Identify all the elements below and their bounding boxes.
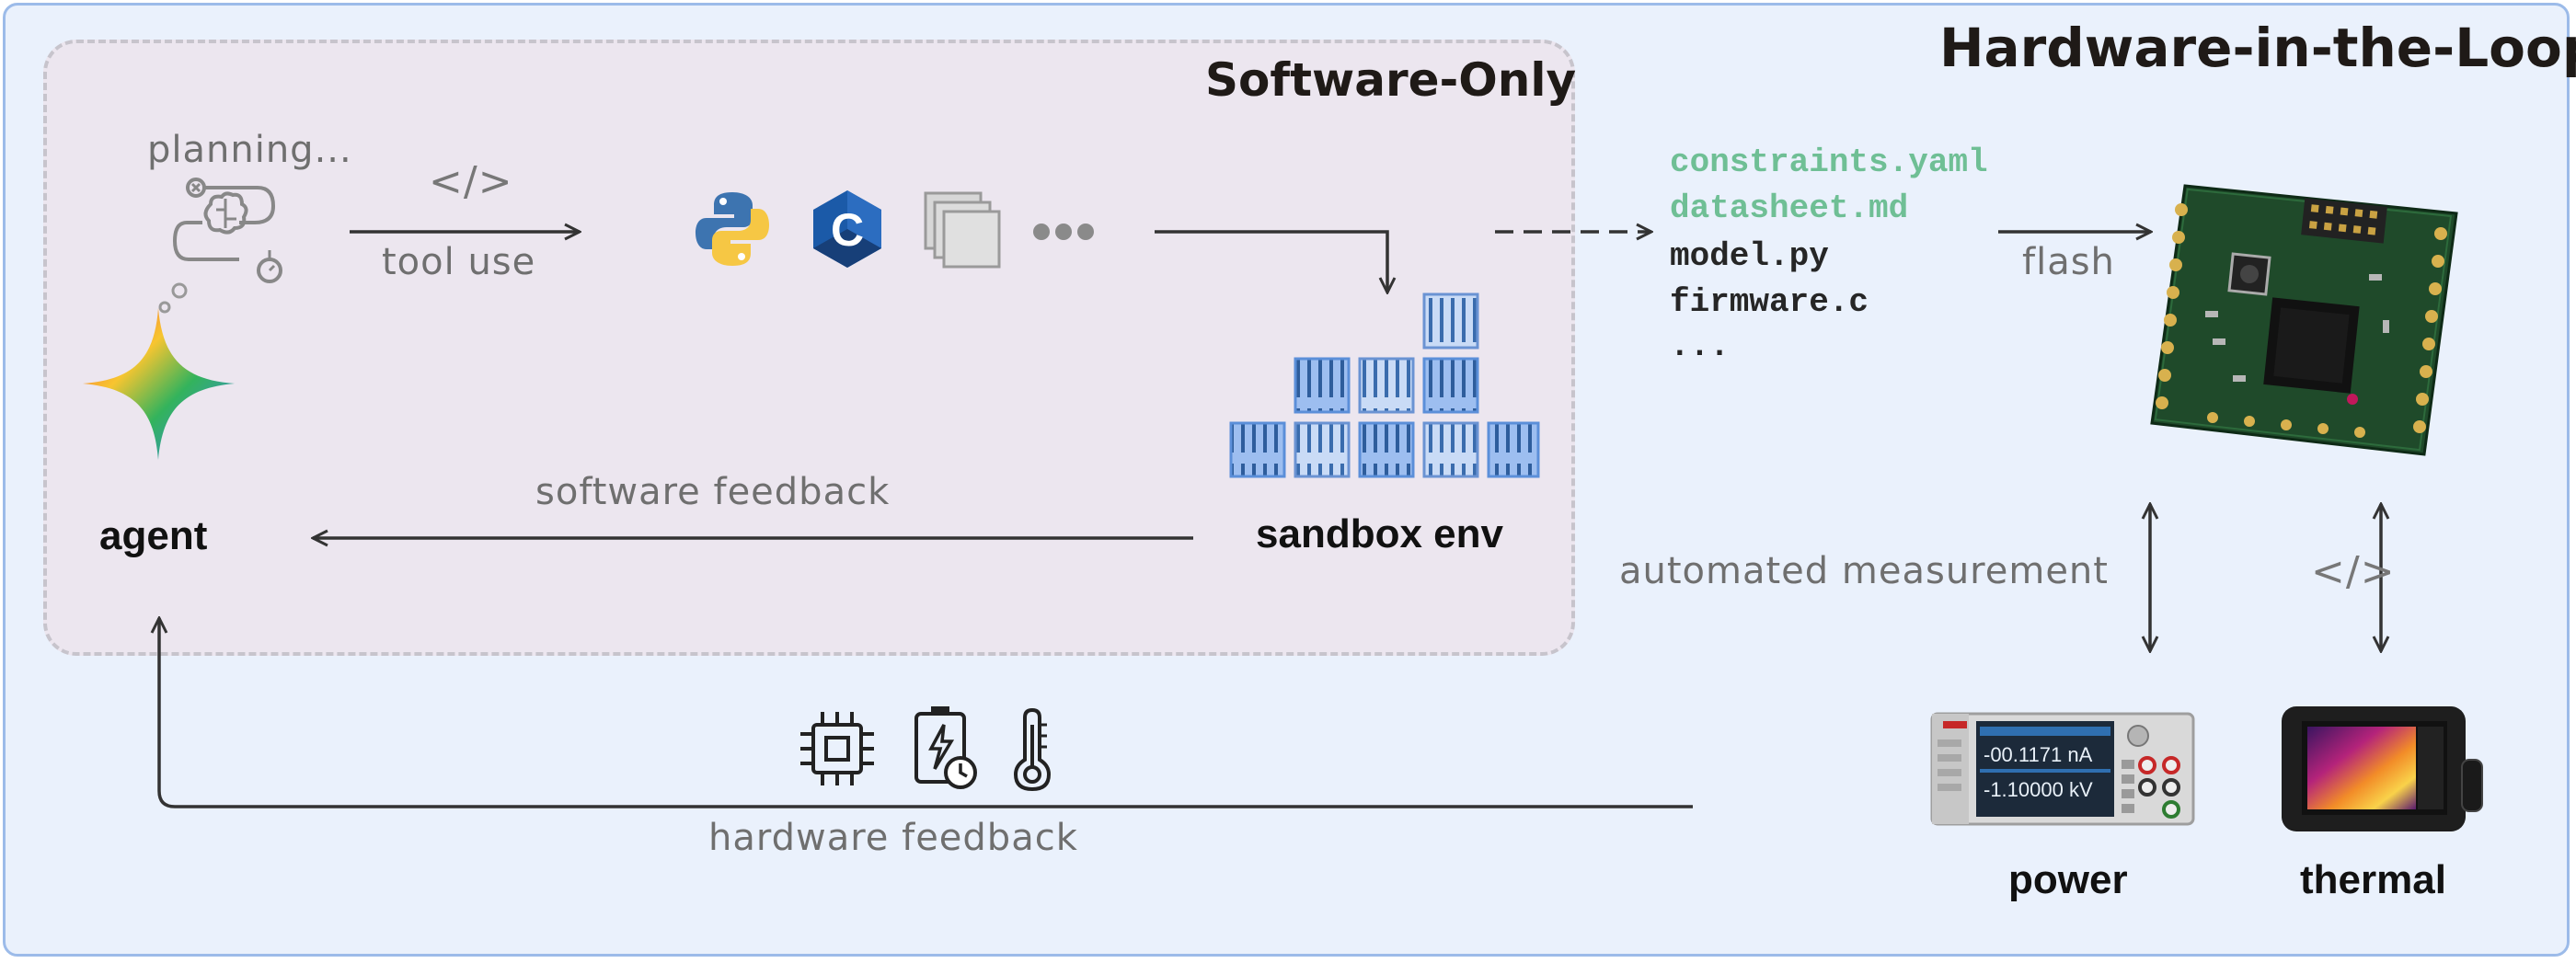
file-datasheet: datasheet.md <box>1670 189 1909 227</box>
software-only-panel <box>43 40 1575 656</box>
automated-measurement-label: automated measurement <box>1619 550 2109 592</box>
c-language-icon: C <box>813 190 881 268</box>
chip-icon <box>800 712 874 785</box>
code-tag-right-label: </> <box>2311 548 2396 595</box>
file-stack-icon <box>924 191 1001 269</box>
hil-title: Hardware-in-the-Loop <box>1939 17 2576 79</box>
meter-reading-2: -1.10000 kV <box>1984 778 2093 801</box>
source-meter-icon: -00.1171 nA -1.10000 kV <box>1930 712 2195 826</box>
hardware-feedback-arrow <box>159 618 1693 808</box>
battery-clock-icon <box>914 706 977 789</box>
python-icon <box>696 192 769 266</box>
meter-reading-1: -00.1171 nA <box>1984 743 2093 766</box>
software-only-title: Software-Only <box>1205 53 1577 107</box>
container-stack-icon <box>1229 292 1540 478</box>
to-sandbox-arrow <box>1155 230 1387 292</box>
sandbox-env-label: sandbox env <box>1256 511 1503 556</box>
power-label: power <box>2008 857 2128 902</box>
thought-bubbles <box>158 282 188 314</box>
circuit-board-icon <box>2150 184 2458 456</box>
more-dots-icon <box>1033 224 1094 240</box>
agent-star-icon <box>83 308 235 460</box>
file-more: ... <box>1670 327 1730 365</box>
file-constraints: constraints.yaml <box>1670 143 1988 181</box>
thermometer-icon <box>1013 707 1052 792</box>
planning-brain-icon <box>172 178 282 283</box>
thermal-camera-icon <box>2282 706 2483 831</box>
flash-label: flash <box>2022 241 2115 283</box>
code-tag-label: </> <box>429 158 513 205</box>
file-model: model.py <box>1670 237 1829 275</box>
planning-label: planning... <box>147 129 352 171</box>
thermal-label: thermal <box>2300 857 2446 902</box>
file-firmware: firmware.c <box>1670 283 1869 321</box>
tool-use-label: tool use <box>382 241 536 283</box>
svg-text:C: C <box>831 204 864 256</box>
agent-label: agent <box>99 513 208 558</box>
software-feedback-label: software feedback <box>535 471 891 513</box>
hardware-feedback-label: hardware feedback <box>708 817 1078 859</box>
